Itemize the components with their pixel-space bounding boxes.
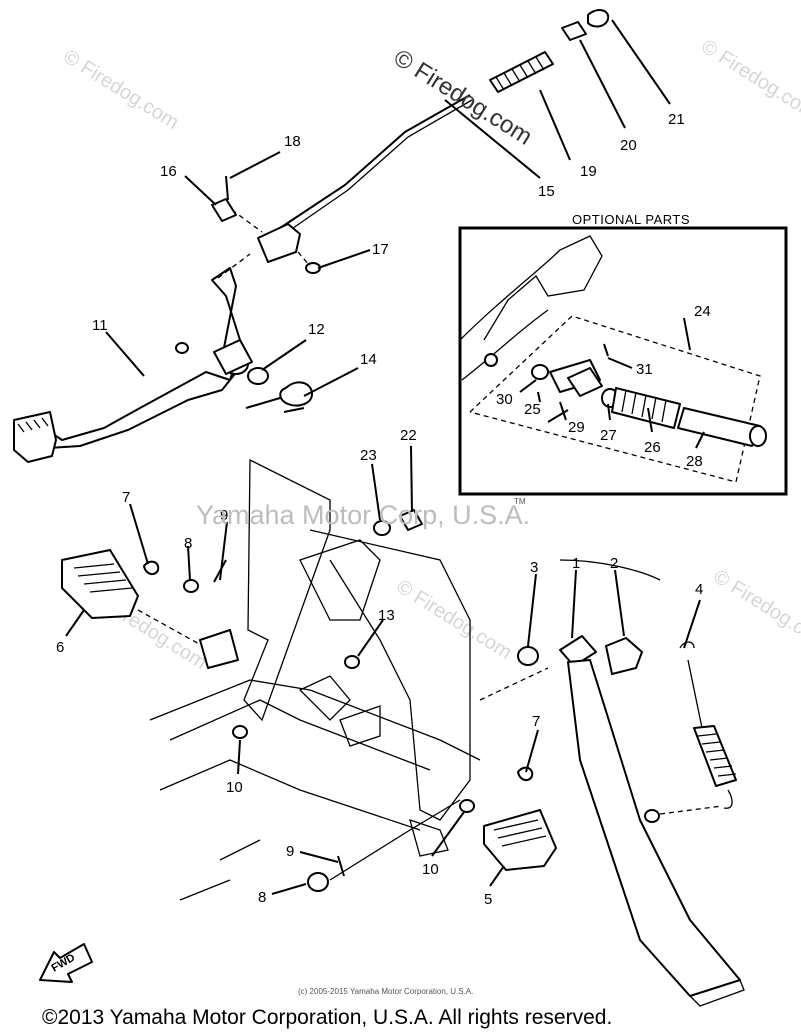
callout-23: 23 bbox=[360, 447, 377, 464]
callout-21: 21 bbox=[668, 111, 685, 128]
callout-10b: 10 bbox=[422, 861, 439, 878]
callout-20: 20 bbox=[620, 137, 637, 154]
callout-5: 5 bbox=[484, 891, 492, 908]
footpeg-6 bbox=[61, 549, 239, 669]
callout-9b: 9 bbox=[286, 843, 294, 860]
callout-17: 17 bbox=[372, 241, 389, 258]
brake-rod-assembly bbox=[211, 9, 610, 274]
callout-13: 13 bbox=[378, 607, 395, 624]
callout-28: 28 bbox=[686, 453, 703, 470]
footer-copyright: ©2013 Yamaha Motor Corporation, U.S.A. A… bbox=[42, 1006, 612, 1029]
callout-2: 2 bbox=[610, 555, 618, 572]
footpeg-5 bbox=[459, 766, 557, 871]
leader-lines bbox=[65, 19, 705, 895]
callout-27: 27 bbox=[600, 427, 617, 444]
callout-15: 15 bbox=[538, 183, 555, 200]
callout-30: 30 bbox=[496, 391, 513, 408]
callout-9a: 9 bbox=[220, 507, 228, 524]
callout-4: 4 bbox=[695, 581, 703, 598]
frame-drawing bbox=[149, 458, 661, 901]
callout-8a: 8 bbox=[184, 535, 192, 552]
sidestand-spring-4 bbox=[644, 641, 737, 823]
spring-19 bbox=[489, 51, 554, 93]
callout-numbers: 1 2 3 4 5 6 7 7 8 8 9 9 10 10 11 12 13 1… bbox=[56, 111, 711, 908]
optional-parts-box bbox=[458, 226, 788, 496]
callout-29: 29 bbox=[568, 419, 585, 436]
callout-10a: 10 bbox=[226, 779, 243, 796]
fwd-arrow-icon: FWD bbox=[39, 943, 93, 983]
optional-parts-drawing bbox=[459, 235, 767, 483]
callout-16: 16 bbox=[160, 163, 177, 180]
sidestand-1 bbox=[479, 635, 745, 1007]
callout-19: 19 bbox=[580, 163, 597, 180]
callout-18: 18 bbox=[284, 133, 301, 150]
callout-14: 14 bbox=[360, 351, 377, 368]
footer-small-notice: (c) 2005-2015 Yamaha Motor Corporation, … bbox=[298, 987, 473, 996]
callout-3: 3 bbox=[530, 559, 538, 576]
callout-7a: 7 bbox=[122, 489, 130, 506]
callout-22: 22 bbox=[400, 427, 417, 444]
watermark-tm: TM bbox=[514, 497, 526, 506]
callout-12: 12 bbox=[308, 321, 325, 338]
callout-24: 24 bbox=[694, 303, 711, 320]
watermark-yamaha-center: Yamaha Motor Corp, U.S.A. bbox=[196, 500, 530, 530]
callout-6: 6 bbox=[56, 639, 64, 656]
callout-7b: 7 bbox=[532, 713, 540, 730]
watermark-firedog-right-mid: © Firedog.com bbox=[709, 566, 801, 654]
callout-31: 31 bbox=[636, 361, 653, 378]
callout-25: 25 bbox=[524, 401, 541, 418]
callout-1: 1 bbox=[572, 555, 580, 572]
callout-8b: 8 bbox=[258, 889, 266, 906]
watermark-firedog-left: © Firedog.com bbox=[59, 46, 182, 134]
watermark-firedog-right-top: © Firedog.com bbox=[697, 36, 801, 124]
callout-26: 26 bbox=[644, 439, 661, 456]
optional-parts-title: OPTIONAL PARTS bbox=[572, 212, 690, 227]
callout-11: 11 bbox=[92, 317, 108, 334]
brake-pedal-11 bbox=[13, 253, 253, 463]
